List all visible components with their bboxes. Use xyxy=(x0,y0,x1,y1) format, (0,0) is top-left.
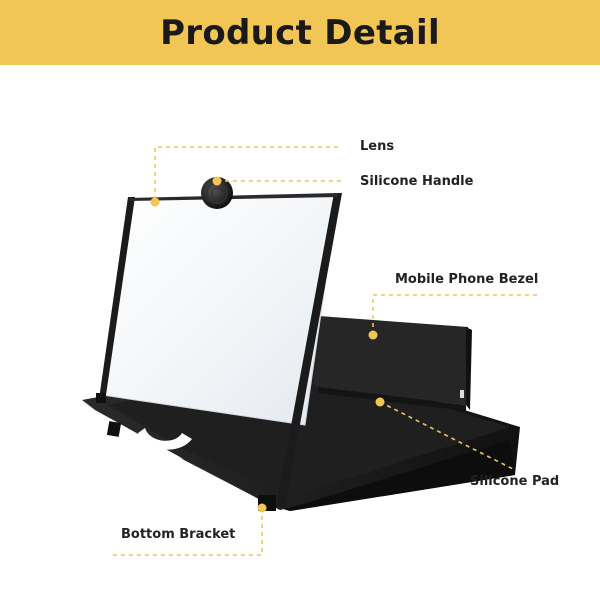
phone-rest-edge xyxy=(466,327,472,410)
phone-rest-panel xyxy=(305,315,468,405)
callout-bottom-bracket-label: Bottom Bracket xyxy=(121,527,236,542)
lens-line xyxy=(154,146,342,200)
callout-lens-label: Lens xyxy=(360,139,395,154)
base-tab xyxy=(106,421,122,437)
callout-silicone-pad-label: Silicone Pad xyxy=(470,474,560,489)
phone-rest-knob xyxy=(460,390,464,398)
silicone-handle-knob xyxy=(201,177,233,209)
screen-magnifier-image xyxy=(82,146,540,556)
screen-top-bar xyxy=(128,193,338,201)
callout-mobile-phone-bezel-label: Mobile Phone Bezel xyxy=(395,272,539,287)
page-title: Product Detail xyxy=(160,12,440,53)
bezel-dot xyxy=(368,330,378,340)
left-bracket xyxy=(96,393,106,403)
base-slot xyxy=(138,428,192,450)
callout-lines xyxy=(110,146,540,556)
bezel-line xyxy=(372,294,540,335)
silicone-pad-strip xyxy=(318,387,466,411)
header-banner: Product Detail xyxy=(0,0,600,65)
lens-dot xyxy=(150,197,160,207)
screen-right-leg xyxy=(276,193,342,507)
base-front-edge xyxy=(180,440,515,511)
bracket-dot xyxy=(257,503,267,513)
pad-line xyxy=(379,401,516,471)
product-stage: Lens Silicone Handle Mobile Phone Bezel … xyxy=(0,65,600,600)
screen-left-leg xyxy=(99,197,135,399)
callout-silicone-handle-label: Silicone Handle xyxy=(360,174,474,189)
handle-dot xyxy=(212,176,222,186)
pad-dot xyxy=(375,397,385,407)
callout-dots xyxy=(150,176,385,513)
